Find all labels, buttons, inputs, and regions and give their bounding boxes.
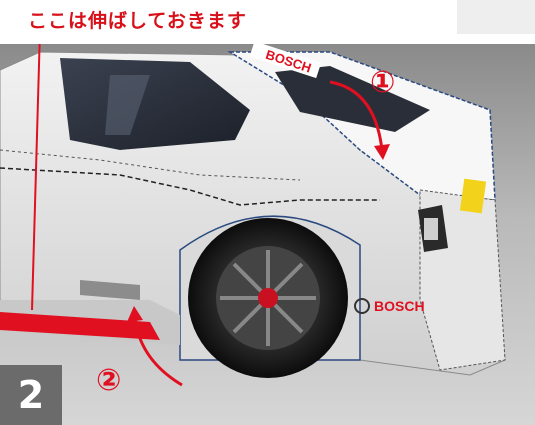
- bosch-logo: [354, 298, 370, 314]
- corner-tab: [457, 0, 535, 34]
- caption-leader-line: [31, 44, 41, 311]
- side-window-reflection: [105, 75, 150, 135]
- seam-line: [0, 167, 380, 206]
- side-vent: [80, 280, 140, 300]
- rear-window: [275, 66, 430, 132]
- hub: [258, 288, 278, 308]
- instruction-caption: ここは伸ばしておきます: [28, 10, 247, 32]
- red-stripe: [0, 312, 160, 340]
- step-number-badge: 2: [0, 365, 62, 425]
- annotation-2-label: ②: [96, 363, 121, 398]
- curved-arrow-icon: [133, 317, 183, 387]
- annotation-1-label: ①: [370, 65, 395, 100]
- roof-decal: [249, 44, 322, 79]
- license-plate: [459, 178, 487, 214]
- car-model-photo: BOSCH BOSCH ① ②: [0, 44, 535, 425]
- side-decal-text: BOSCH: [374, 298, 425, 314]
- curved-arrow-icon: [329, 80, 384, 151]
